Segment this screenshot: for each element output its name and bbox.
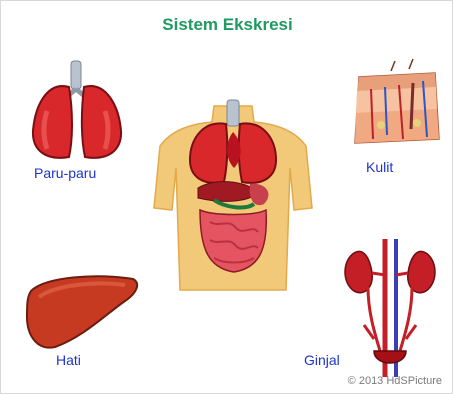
human-torso-organs-icon (154, 98, 312, 290)
label-kidney: Ginjal (304, 352, 340, 368)
lungs-icon (29, 61, 124, 166)
diagram-title: Sistem Ekskresi (1, 15, 453, 35)
label-skin: Kulit (366, 159, 393, 175)
label-lungs: Paru-paru (34, 165, 96, 181)
skin-cross-section-icon (351, 69, 443, 147)
liver-icon (25, 271, 141, 351)
copyright-credit: © 2013 HdSPicture (348, 375, 442, 387)
label-liver: Hati (56, 352, 81, 368)
kidney-urinary-icon (344, 239, 436, 377)
